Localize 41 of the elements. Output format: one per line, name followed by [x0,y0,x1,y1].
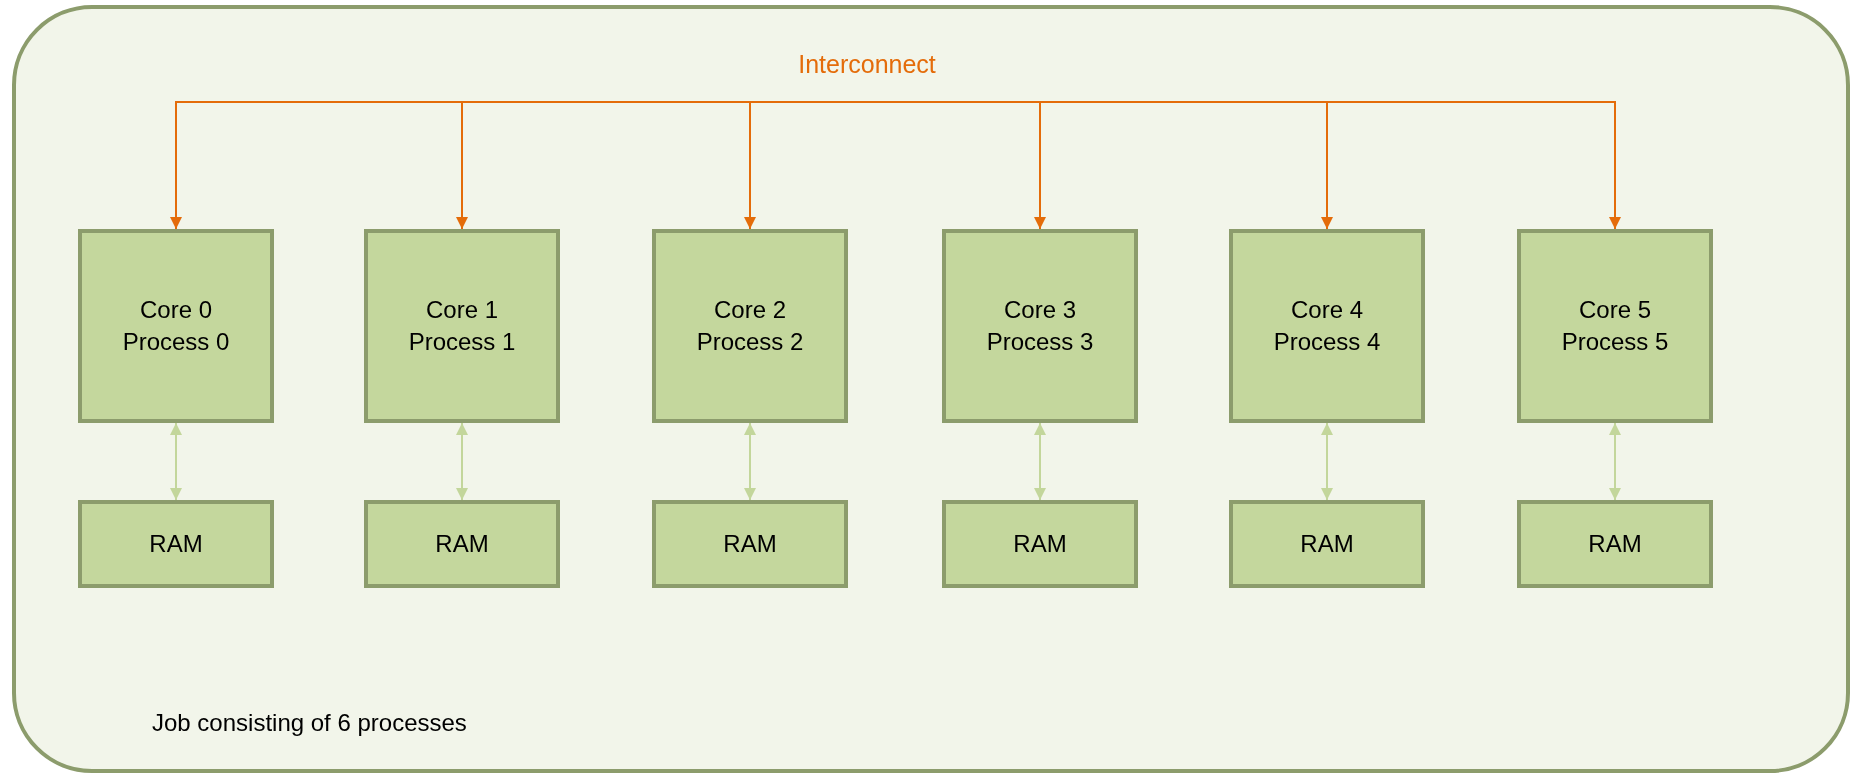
box-title: RAM [1588,529,1642,559]
box-subtitle: Process 0 [122,327,230,357]
core-box [78,229,274,423]
ram-box [942,500,1138,588]
ram-box [1229,500,1425,588]
box-subtitle: Process 4 [1273,327,1381,357]
core-box [652,229,848,423]
double-arrow [456,422,468,501]
arrow [866,101,1621,230]
box-title: Core 0 [139,295,212,325]
box-title: RAM [1013,529,1067,559]
ram-box [78,500,274,588]
core-box [1517,229,1713,423]
ram-box [652,500,848,588]
box-title: RAM [723,529,777,559]
arrow [744,101,868,230]
box-title: Core 2 [713,295,786,325]
box-title: Core 4 [1290,295,1363,325]
ram-box [1517,500,1713,588]
box-title: Core 3 [1003,295,1076,325]
box-title: Core 5 [1578,295,1651,325]
double-arrow [1609,422,1621,501]
core-box [1229,229,1425,423]
box-subtitle: Process 3 [986,327,1094,357]
container-label: Job consisting of 6 processes [152,709,467,737]
core-box [364,229,560,423]
core-box [942,229,1138,423]
box-subtitle: Process 1 [408,327,516,357]
double-arrow [1321,422,1333,501]
double-arrow [170,422,182,501]
job-container [12,5,1850,773]
bus-label: Interconnect [797,50,937,79]
box-title: RAM [435,529,489,559]
box-title: RAM [149,529,203,559]
box-subtitle: Process 2 [696,327,804,357]
box-title: RAM [1300,529,1354,559]
double-arrow [744,422,756,501]
box-title: Core 1 [425,295,498,325]
double-arrow [1034,422,1046,501]
ram-box [364,500,560,588]
box-subtitle: Process 5 [1561,327,1669,357]
